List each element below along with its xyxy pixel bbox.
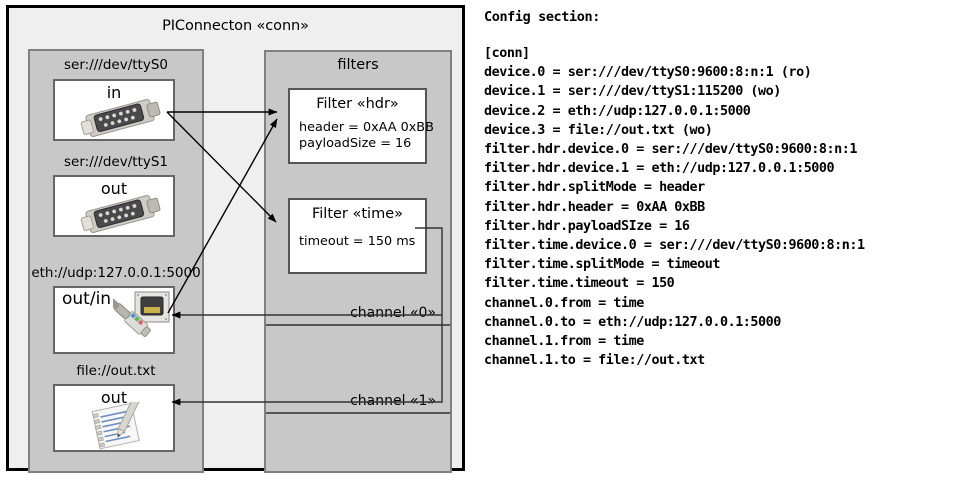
config-line: device.0 = ser:///dev/ttyS0:9600:8:n:1 (…	[484, 65, 812, 81]
filter-prop-timeout: timeout = 150 ms	[299, 234, 416, 249]
device-label-ttyS1: ser:///dev/ttyS1	[64, 154, 168, 170]
filter-title-time: Filter «time»	[311, 206, 404, 222]
filter-node-time[interactable]: Filter «time» timeout = 150 ms	[288, 198, 427, 274]
device-node-eth[interactable]: out/in	[53, 286, 175, 354]
device-caption-ttyS0: in	[106, 83, 122, 102]
config-line: channel.0.from = time	[484, 295, 644, 311]
config-line: filter.hdr.device.0 = ser:///dev/ttyS0:9…	[484, 142, 857, 158]
config-line: device.3 = file://out.txt (wo)	[484, 122, 713, 138]
config-line: channel.0.to = eth://udp:127.0.0.1:5000	[484, 314, 781, 330]
config-line: [conn]	[484, 46, 530, 61]
config-line: filter.time.splitMode = timeout	[484, 257, 720, 273]
config-line: filter.hdr.payloadSIze = 16	[484, 218, 690, 234]
channel-separator-1	[266, 412, 450, 414]
config-line: filter.hdr.splitMode = header	[484, 180, 705, 196]
channel-separator-0	[266, 324, 450, 326]
channel-label-1: channel «1»	[350, 393, 436, 409]
config-line: filter.hdr.device.1 = eth://udp:127.0.0.…	[484, 161, 835, 177]
config-line: filter.time.timeout = 150	[484, 276, 675, 292]
config-line: channel.1.from = time	[484, 334, 644, 350]
filters-group: filters Filter «hdr» header = 0xAA 0xBB …	[264, 50, 452, 473]
config-heading: Config section:	[484, 9, 600, 25]
filter-prop-payload-size: payloadSize = 16	[299, 136, 412, 151]
filter-prop-header: header = 0xAA 0xBB	[299, 120, 434, 135]
diagram-title: PIConnecton «conn»	[162, 18, 309, 34]
config-line: channel.1.to = file://out.txt	[484, 353, 705, 369]
config-line: device.1 = ser:///dev/ttyS1:115200 (wo)	[484, 84, 781, 100]
device-caption-file: out	[100, 388, 128, 407]
device-label-ttyS0: ser:///dev/ttyS0	[64, 57, 168, 73]
device-caption-ttyS1: out	[100, 179, 128, 198]
serial-port-icon	[80, 99, 161, 137]
connection-diagram: PIConnecton «conn» ser:///dev/ttyS0 in	[0, 0, 478, 484]
config-panel: Config section: [conn] device.0 = ser:///…	[478, 0, 964, 484]
device-node-ttyS0[interactable]: in	[53, 79, 175, 141]
filter-node-hdr[interactable]: Filter «hdr» header = 0xAA 0xBB payloadS…	[288, 88, 434, 164]
device-label-file: file://out.txt	[76, 363, 156, 379]
config-line: device.2 = eth://udp:127.0.0.1:5000	[484, 103, 751, 119]
device-node-ttyS1[interactable]: out	[53, 175, 175, 237]
diagram-outer-frame: PIConnecton «conn» ser:///dev/ttyS0 in	[6, 5, 465, 473]
device-caption-eth: out/in	[62, 289, 112, 309]
config-text: [conn] device.0 = ser:///dev/ttyS0:9600:8…	[484, 44, 865, 370]
devices-group: ser:///dev/ttyS0 in	[28, 49, 204, 473]
serial-port-icon	[80, 195, 161, 233]
filter-title-hdr: Filter «hdr»	[316, 96, 399, 112]
config-line: filter.time.device.0 = ser:///dev/ttyS0:…	[484, 238, 865, 254]
filters-group-title: filters	[337, 57, 379, 73]
ethernet-icon	[113, 291, 170, 337]
device-label-eth: eth://udp:127.0.0.1:5000	[31, 265, 201, 281]
config-line: filter.hdr.header = 0xAA 0xBB	[484, 199, 705, 215]
channel-label-0: channel «0»	[350, 305, 436, 321]
device-node-file[interactable]: out	[53, 384, 175, 452]
text-file-icon	[91, 402, 140, 450]
